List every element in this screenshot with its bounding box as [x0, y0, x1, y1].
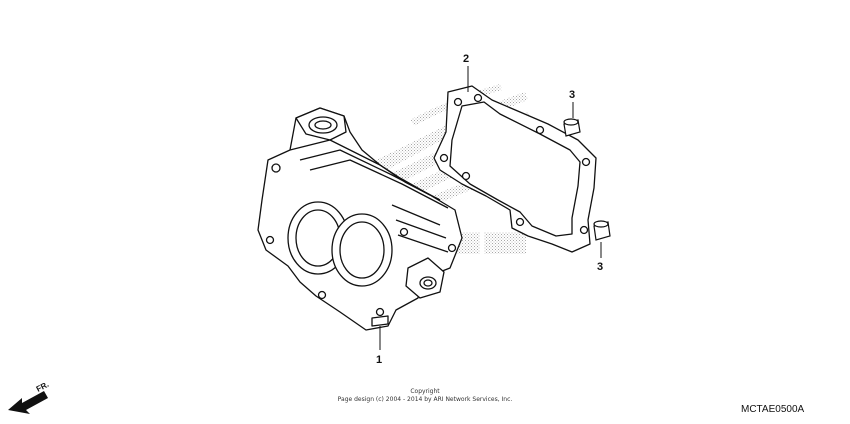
- cylinder-block: [257, 107, 463, 331]
- leader-lines: [379, 66, 602, 350]
- callout-3-upper: 3: [569, 89, 575, 101]
- callout-1: 1: [376, 354, 382, 366]
- diagram-code: MCTAE0500A: [741, 404, 805, 415]
- dowel-pin-lower: [593, 220, 611, 241]
- callout-3-lower: 3: [597, 261, 603, 273]
- cylinder-gasket: [433, 85, 597, 253]
- copyright-line-2: Page design (c) 2004 - 2014 by ARI Netwo…: [338, 396, 513, 403]
- dowel-pin-upper: [563, 118, 581, 137]
- front-arrow-label: FR.: [35, 380, 51, 394]
- callout-2: 2: [463, 53, 469, 65]
- copyright-line-1: Copyright: [410, 388, 440, 395]
- front-direction-arrow: FR.: [8, 380, 50, 414]
